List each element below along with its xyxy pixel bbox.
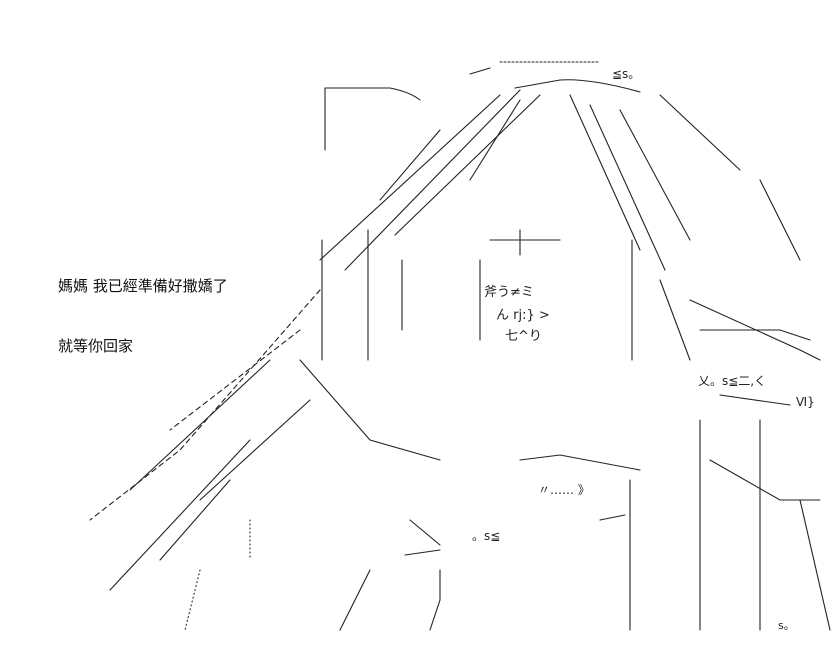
outer-strand-left-2 bbox=[169, 329, 301, 431]
hair-strand-1 bbox=[319, 94, 501, 261]
face-label-2: ん rj:} > bbox=[496, 308, 550, 323]
body-left-sleeve bbox=[404, 519, 441, 556]
face-label-1: 斧う≠ミ bbox=[484, 285, 534, 300]
hair-strand-3 bbox=[394, 94, 541, 236]
ribbon-right-1 bbox=[689, 299, 821, 361]
hair-strand-8 bbox=[619, 109, 691, 241]
hair-strand-9 bbox=[659, 94, 741, 171]
ribbon-right-label: 乂。s≦二,く bbox=[698, 374, 766, 388]
face-right-side-2 bbox=[659, 279, 691, 361]
sleeve-mark: 。s≦ bbox=[472, 529, 500, 543]
hair-strand-6 bbox=[569, 94, 641, 251]
hair-strand-10 bbox=[759, 179, 801, 261]
face-label-3: 七^り bbox=[505, 329, 542, 344]
ribbon-right-2 bbox=[699, 329, 811, 341]
dialogue-line-1: 媽媽 我已經準備好撒嬌了 bbox=[58, 277, 228, 295]
body-left-arm bbox=[429, 569, 441, 631]
outer-strand-left-4 bbox=[109, 439, 251, 591]
outer-strand-left-1 bbox=[89, 289, 321, 521]
outer-strand-left-3 bbox=[129, 359, 271, 491]
outer-strand-left-5 bbox=[159, 479, 231, 561]
body-center-2 bbox=[599, 514, 626, 521]
outer-strand-left-6 bbox=[199, 399, 311, 501]
chin-line bbox=[299, 359, 441, 461]
hair-strand-4 bbox=[379, 129, 441, 201]
hair-strand-2 bbox=[344, 89, 521, 271]
hair-strand-7 bbox=[589, 104, 666, 271]
neck-line-1 bbox=[519, 454, 641, 471]
ribbon-right-3 bbox=[719, 394, 791, 406]
body-dotted-2 bbox=[184, 569, 201, 631]
bottom-mark: 〃…… 》 bbox=[538, 483, 590, 497]
right-hair-fall-4 bbox=[799, 499, 831, 631]
corner-mark: s。 bbox=[778, 619, 795, 632]
left-ear bbox=[324, 87, 421, 151]
dialogue-caption: 媽媽 我已經準備好撒嬌了 就等你回家 bbox=[58, 236, 228, 396]
hair-top-curve bbox=[469, 67, 641, 93]
right-hair-fall-3 bbox=[709, 459, 821, 501]
hair-top-label: ≦s。 bbox=[612, 67, 640, 81]
ribbon-right-mark: Ⅵ} bbox=[796, 395, 815, 409]
body-left-arm-2 bbox=[339, 569, 371, 631]
hair-strand-5 bbox=[469, 99, 521, 181]
dialogue-line-2: 就等你回家 bbox=[58, 337, 134, 355]
